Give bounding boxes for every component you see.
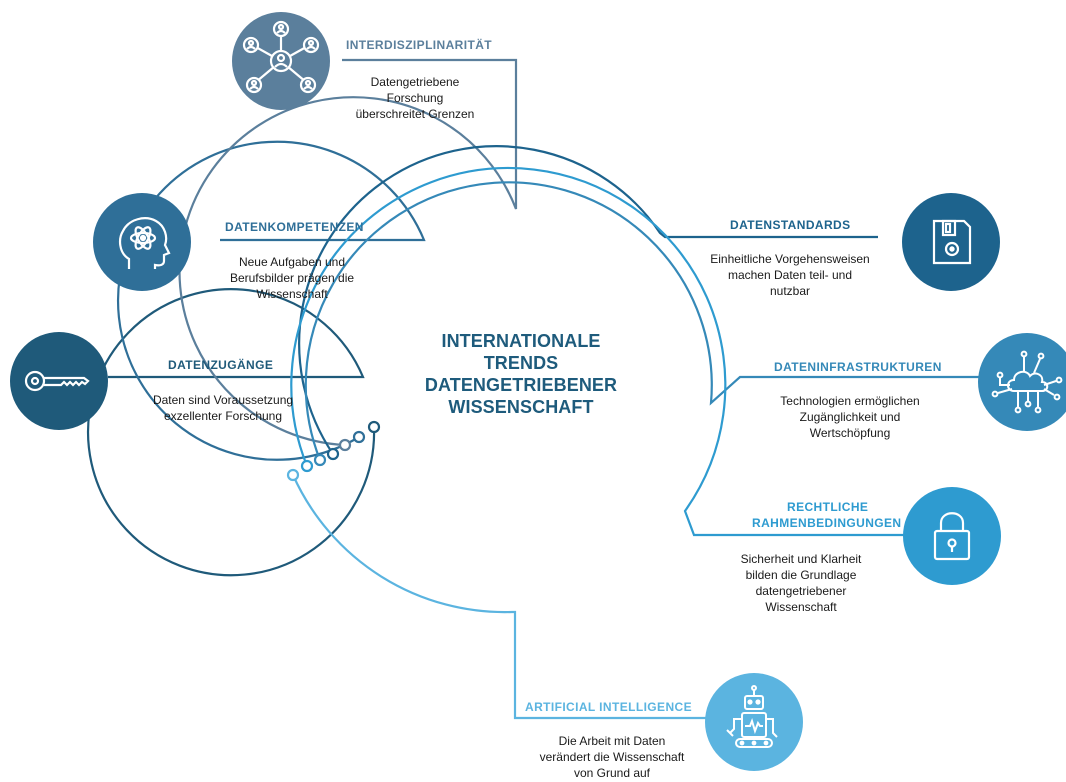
description-line: verändert die Wissenschaft: [539, 750, 685, 764]
description-line: Wissenschaft: [765, 600, 837, 614]
trend-title: DATENSTANDARDS: [730, 218, 851, 232]
trend-title: INTERDISZIPLINARITÄT: [346, 38, 492, 52]
arc-end-ring: [367, 420, 381, 434]
description-line: Berufsbilder prägen die: [229, 271, 355, 285]
description-line: Wertschöpfung: [809, 426, 891, 440]
trend-description: Datengetriebene Forschung überschreitet …: [340, 74, 490, 122]
center-title-line: DATENGETRIEBENER: [424, 375, 618, 395]
description-line: Datengetriebene: [370, 75, 460, 89]
description-line: Daten sind Voraussetzung: [152, 393, 294, 407]
description-line: Forschung: [386, 91, 444, 105]
trend-description: Technologien ermöglichen Zugänglichkeit …: [760, 393, 940, 441]
description-line: von Grund auf: [573, 766, 651, 780]
arc-end-ring: [352, 430, 366, 444]
description-line: datengetriebener: [755, 584, 847, 598]
key-icon: [10, 332, 108, 430]
center-title-line: WISSENSCHAFT: [448, 397, 594, 417]
description-line: Technologien ermöglichen: [780, 394, 920, 408]
trend-title-line: RAHMENBEDINGUNGEN: [752, 516, 902, 530]
trend-title-line: RECHTLICHE: [787, 500, 869, 514]
arc-datenstandards: [298, 145, 878, 455]
arc-end-ring: [313, 453, 327, 467]
description-line: Wissenschaft: [256, 287, 328, 301]
description-line: Zugänglichkeit und: [799, 410, 901, 424]
description-line: nutzbar: [769, 284, 811, 298]
description-line: Die Arbeit mit Daten: [558, 734, 666, 748]
description-line: Sicherheit und Klarheit: [740, 552, 862, 566]
arc-end-ring: [326, 447, 340, 461]
arc-end-ring: [338, 438, 352, 452]
head-atom-icon: [93, 193, 191, 291]
trend-title: DATENINFRASTRUKTUREN: [774, 360, 942, 374]
trend-description: Einheitliche Vorgehensweisen machen Date…: [690, 251, 890, 299]
robot-icon: [705, 673, 803, 771]
center-title: INTERNATIONALE TRENDS DATENGETRIEBENER W…: [405, 330, 637, 418]
trend-title: DATENKOMPETENZEN: [225, 220, 364, 234]
arc-dateninfrastrukturen: [304, 181, 980, 461]
cloud-network-icon: [978, 333, 1066, 431]
arc-rechtliche: [290, 166, 905, 537]
padlock-icon: [903, 487, 1001, 585]
arc-end-ring: [286, 468, 300, 482]
description-line: machen Daten teil- und: [727, 268, 853, 282]
description-line: überschreitet Grenzen: [355, 107, 475, 121]
description-line: Neue Aufgaben und: [238, 255, 346, 269]
trend-description: Die Arbeit mit Daten verändert die Wisse…: [527, 733, 697, 781]
description-line: bilden die Grundlage: [745, 568, 857, 582]
arc-ai: [291, 474, 706, 720]
trend-title: ARTIFICIAL INTELLIGENCE: [525, 700, 692, 714]
floppy-disk-icon: [902, 193, 1000, 291]
arc-end-ring: [300, 459, 314, 473]
center-title-line: INTERNATIONALE: [441, 331, 601, 351]
arc-interdisziplinaritaet: [178, 58, 518, 447]
arc-datenzugaenge: [87, 288, 376, 577]
trend-title: DATENZUGÄNGE: [168, 358, 274, 372]
center-title-line: TRENDS: [483, 353, 559, 373]
description-line: exzellenter Forschung: [163, 409, 283, 423]
trend-description: Daten sind Voraussetzung exzellenter For…: [128, 392, 318, 424]
trend-description: Neue Aufgaben und Berufsbilder prägen di…: [212, 254, 372, 302]
network-people-icon: [232, 12, 330, 110]
description-line: Einheitliche Vorgehensweisen: [710, 252, 870, 266]
trend-description: Sicherheit und Klarheit bilden die Grund…: [716, 551, 886, 615]
